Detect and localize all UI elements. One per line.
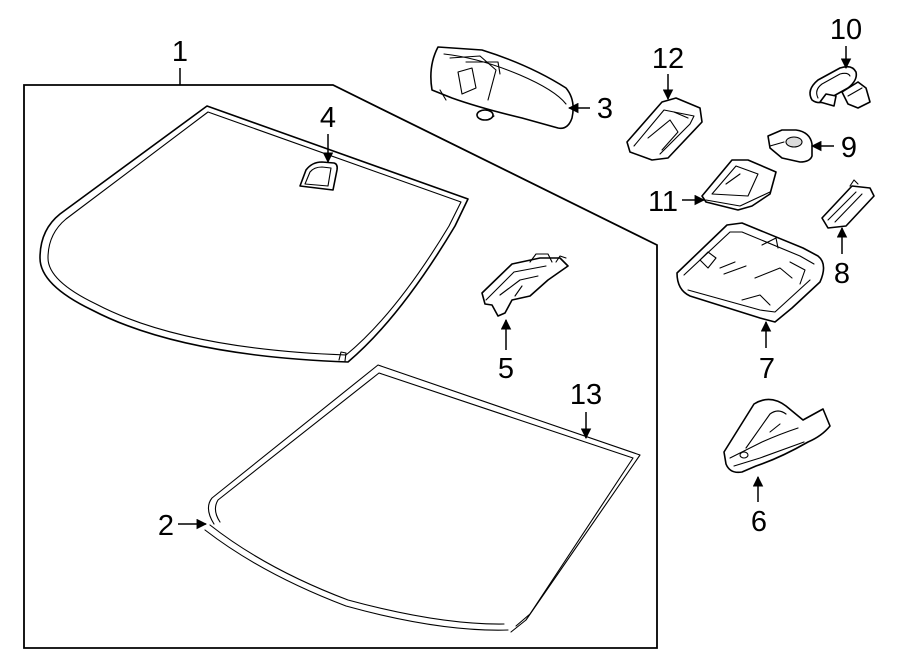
mirror-bracket (626, 97, 703, 161)
callout-10: 10 (830, 14, 862, 46)
callout-3: 3 (597, 93, 613, 125)
windshield-glass (39, 105, 469, 363)
callout-4: 4 (320, 102, 336, 134)
wiring-harness (809, 65, 871, 109)
windshield-moulding (204, 364, 641, 633)
callout-2: 2 (158, 510, 174, 542)
camera-bracket (701, 159, 777, 211)
callout-6: 6 (751, 506, 767, 538)
sensor-patch (299, 161, 338, 191)
assembly-frame (23, 84, 658, 649)
sensor-housing (676, 222, 825, 323)
callout-1: 1 (172, 36, 188, 68)
callout-9: 9 (841, 132, 857, 164)
retainer-clip (821, 179, 875, 229)
callout-7: 7 (759, 353, 775, 385)
callout-11: 11 (648, 186, 678, 218)
sensor-patch-inner (304, 166, 332, 187)
callout-5: 5 (498, 353, 514, 385)
camera-cover (723, 398, 831, 474)
mount-bracket (481, 253, 569, 317)
callout-13: 13 (570, 379, 602, 411)
rearview-mirror (430, 46, 574, 130)
callout-12: 12 (652, 43, 684, 75)
sensor-module (767, 129, 813, 163)
callout-8: 8 (834, 258, 850, 290)
